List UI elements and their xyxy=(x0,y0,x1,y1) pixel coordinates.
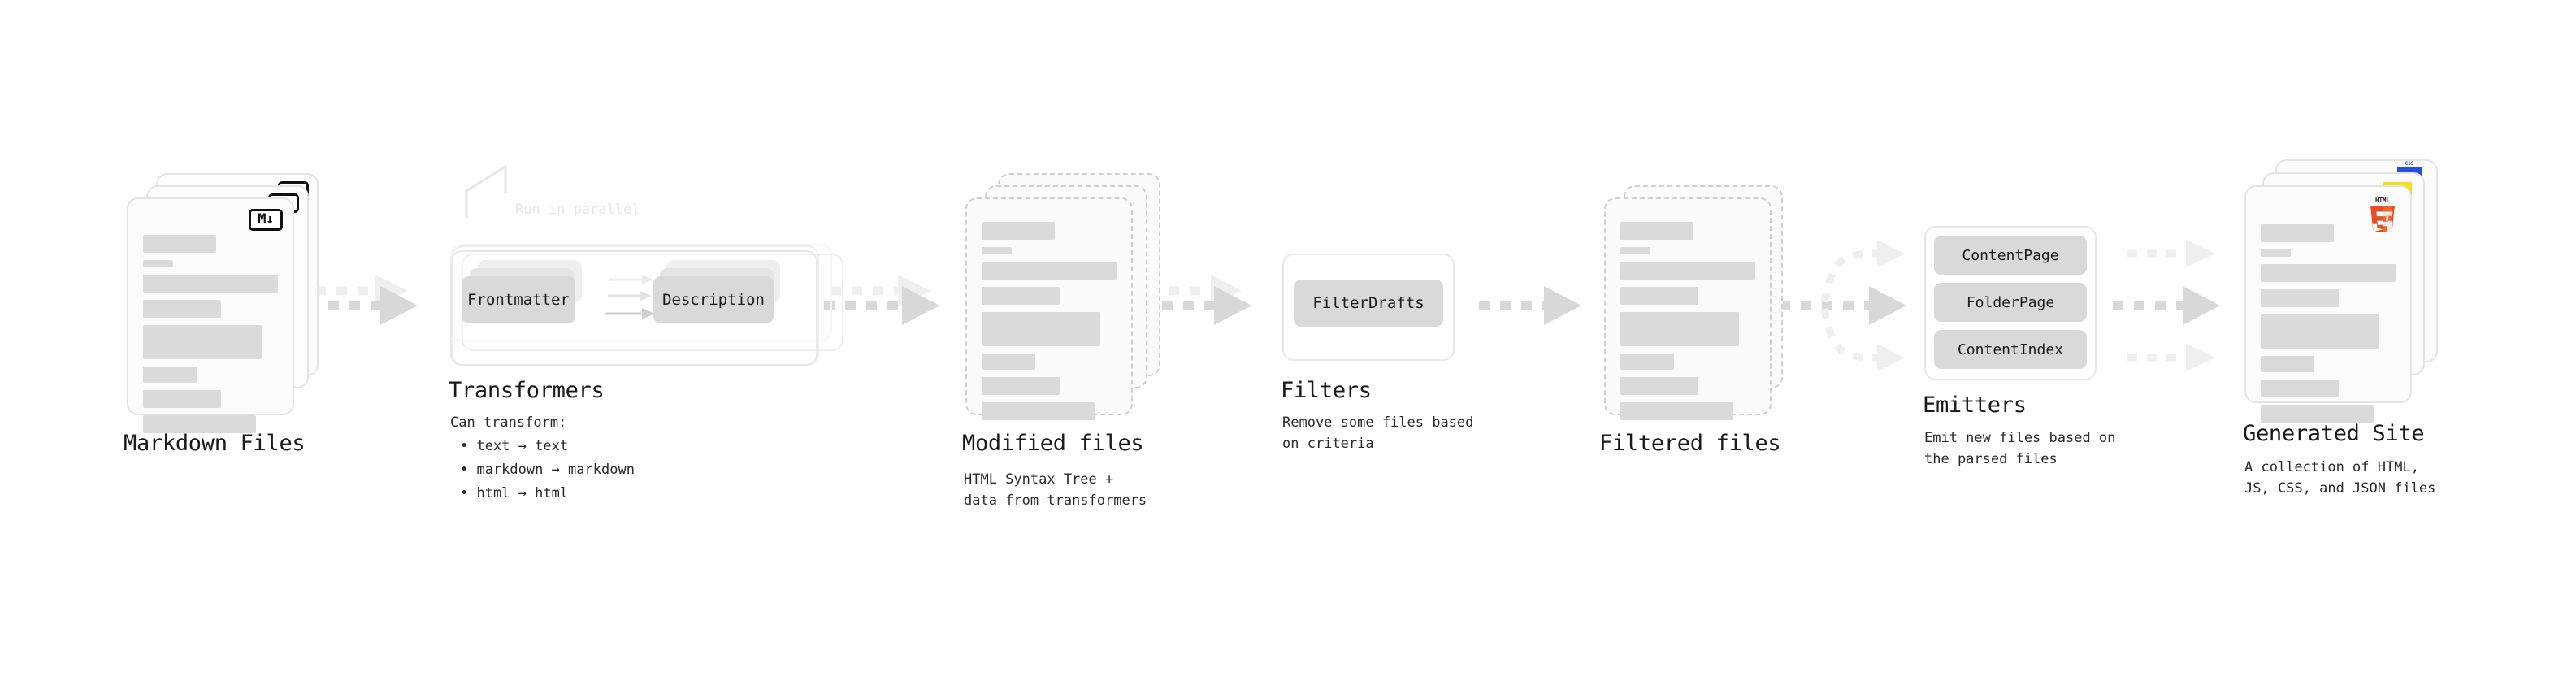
skeleton-content xyxy=(1620,222,1755,427)
arrow-filtered-to-emitters xyxy=(1780,240,1906,371)
emitters-box xyxy=(1924,226,2097,380)
label-markdown-files: Markdown Files xyxy=(124,431,306,456)
chip-folderpage[interactable]: FolderPage xyxy=(1934,283,2087,322)
html5-badge: HTML xyxy=(2366,195,2399,237)
run-in-parallel-bracket xyxy=(465,164,507,218)
desc-modified-files: HTML Syntax Tree + data from transformer… xyxy=(964,471,1147,509)
chip-contentpage[interactable]: ContentPage xyxy=(1934,236,2087,275)
site-card-front[interactable]: HTML xyxy=(2244,185,2412,423)
label-filters: Filters xyxy=(1281,378,1372,403)
chip-description[interactable]: Description xyxy=(653,276,774,323)
arrow-markdown-to-transformers xyxy=(307,275,418,325)
desc-transformers: Can transform: xyxy=(450,414,567,431)
bullet-html-to-html: • html → html xyxy=(460,485,569,501)
chip-filterdrafts[interactable]: FilterDrafts xyxy=(1294,280,1443,327)
label-generated-site: Generated Site xyxy=(2243,421,2425,446)
label-emitters: Emitters xyxy=(1923,393,2027,418)
chip-contentindex[interactable]: ContentIndex xyxy=(1934,330,2087,369)
arrow-filters-to-filtered xyxy=(1479,286,1581,325)
arrow-emitters-to-site xyxy=(2113,240,2220,371)
filtered-card-front[interactable] xyxy=(1604,197,1772,420)
filters-box xyxy=(1282,254,1455,361)
label-modified-files: Modified files xyxy=(962,431,1144,456)
label-filtered-files: Filtered files xyxy=(1599,431,1781,456)
skeleton-content xyxy=(2261,224,2396,430)
desc-emitters: Emit new files based on the parsed files xyxy=(1924,430,2116,467)
bullet-text-to-text: • text → text xyxy=(460,438,569,454)
label-transformers: Transformers xyxy=(449,378,605,403)
desc-filters: Remove some files based on criteria xyxy=(1282,414,1474,452)
svg-text:HTML: HTML xyxy=(2375,197,2391,204)
bullet-markdown-to-markdown: • markdown → markdown xyxy=(460,462,635,478)
label-run-in-parallel: Run in parallel xyxy=(515,202,640,218)
chip-frontmatter[interactable]: Frontmatter xyxy=(462,276,575,323)
markdown-badge: M↓ xyxy=(249,209,283,231)
transformers-box-front xyxy=(450,250,817,366)
markdown-card-front[interactable]: M↓ xyxy=(127,197,294,433)
desc-generated-site: A collection of HTML, JS, CSS, and JSON … xyxy=(2244,459,2436,497)
skeleton-content xyxy=(982,222,1117,427)
modified-card-front[interactable] xyxy=(965,197,1133,420)
skeleton-content xyxy=(143,235,278,440)
